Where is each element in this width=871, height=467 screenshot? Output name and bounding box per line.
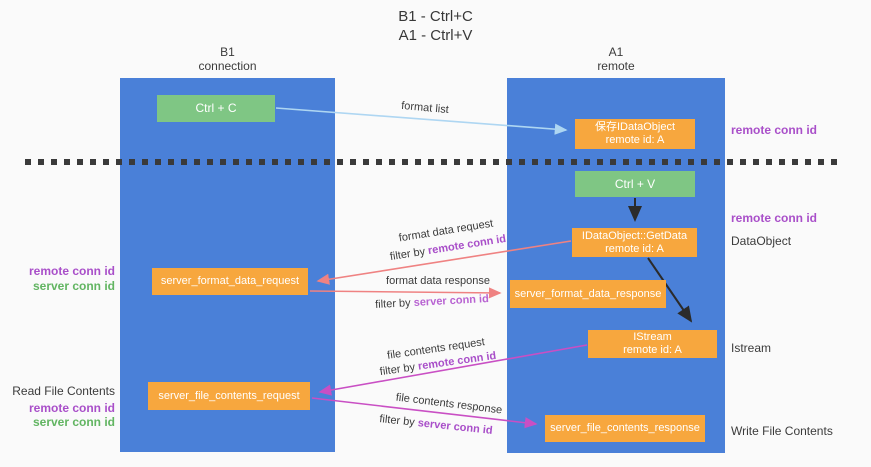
node-ctrl-v-label: Ctrl + V xyxy=(614,176,656,191)
lifeline-header-a1: A1 remote xyxy=(507,45,725,73)
diagram-title-line1: B1 - Ctrl+C xyxy=(398,8,473,25)
node-server-format-data-response-label: server_format_data_response xyxy=(514,287,662,300)
arrow-format-data-response xyxy=(309,287,502,299)
label-write-file-contents: Write File Contents xyxy=(731,424,833,438)
label-filter-by-2: filter by xyxy=(374,296,414,311)
diagram-title-line2: A1 - Ctrl+V xyxy=(398,27,473,44)
label-file-contents-response-filter: filter by server conn id xyxy=(379,413,493,437)
node-idataobject-getdata: IDataObject::GetData remote id: A xyxy=(572,228,697,257)
label-dataobject: DataObject xyxy=(731,234,792,248)
lifeline-a1-title: A1 xyxy=(608,45,624,59)
label-file-contents-response: file contents response xyxy=(395,391,503,417)
node-istream-line2: remote id: A xyxy=(623,344,682,356)
lifeline-a1-subtitle: remote xyxy=(597,59,635,73)
node-ctrl-v: Ctrl + V xyxy=(575,171,695,197)
node-server-file-contents-request: server_file_contents_request xyxy=(148,382,310,410)
node-server-file-contents-response-label: server_file_contents_response xyxy=(550,422,700,434)
node-save-idataobject-line1: 保存IDataObject xyxy=(594,121,676,133)
label-filter-by-3: filter by xyxy=(379,360,419,379)
node-ctrl-c: Ctrl + C xyxy=(157,95,275,122)
node-istream-line1: IStream xyxy=(633,331,672,343)
label-right-remote-conn-id-2: remote conn id xyxy=(731,211,818,225)
node-save-idataobject-line2: remote id: A xyxy=(605,134,665,146)
node-server-format-data-response: server_format_data_response xyxy=(510,280,666,308)
label-server-conn-id-filter-2: server conn id xyxy=(417,417,494,437)
node-server-file-contents-response: server_file_contents_response xyxy=(545,415,705,442)
label-istream: Istream xyxy=(731,341,772,355)
lifeline-header-b1: B1 connection xyxy=(120,45,335,73)
label-right-remote-conn-id-1: remote conn id xyxy=(731,123,818,137)
lifeline-b1-subtitle: connection xyxy=(198,59,257,73)
label-left-server-conn-id-2: server conn id xyxy=(32,415,115,429)
node-istream: IStream remote id: A xyxy=(588,330,717,358)
label-format-data-response: format data response xyxy=(386,275,490,287)
node-server-file-contents-request-label: server_file_contents_request xyxy=(158,389,300,402)
dashed-separator-line xyxy=(25,159,843,165)
label-left-remote-conn-id-1: remote conn id xyxy=(28,264,115,278)
label-filter-by-4: filter by xyxy=(378,413,419,430)
label-left-server-conn-id-1: server conn id xyxy=(32,279,115,293)
node-save-idataobject: 保存IDataObject remote id: A xyxy=(575,119,695,149)
node-idataobject-getdata-line2: remote id: A xyxy=(605,242,664,255)
label-format-data-response-filter: filter by server conn id xyxy=(375,293,489,311)
label-left-remote-conn-id-2: remote conn id xyxy=(28,401,115,415)
node-server-format-data-request: server_format_data_request xyxy=(152,268,308,295)
label-filter-by-1: filter by xyxy=(389,245,430,264)
lifeline-b1-title: B1 xyxy=(220,45,235,59)
label-server-conn-id-filter-1: server conn id xyxy=(413,293,490,309)
diagram-title: B1 - Ctrl+C A1 - Ctrl+V xyxy=(0,7,871,45)
label-read-file-contents: Read File Contents xyxy=(12,384,115,398)
node-idataobject-getdata-line1: IDataObject::GetData xyxy=(581,229,688,242)
node-ctrl-c-label: Ctrl + C xyxy=(195,101,237,115)
label-format-list: format list xyxy=(400,99,450,117)
node-server-format-data-request-label: server_format_data_request xyxy=(160,275,300,287)
